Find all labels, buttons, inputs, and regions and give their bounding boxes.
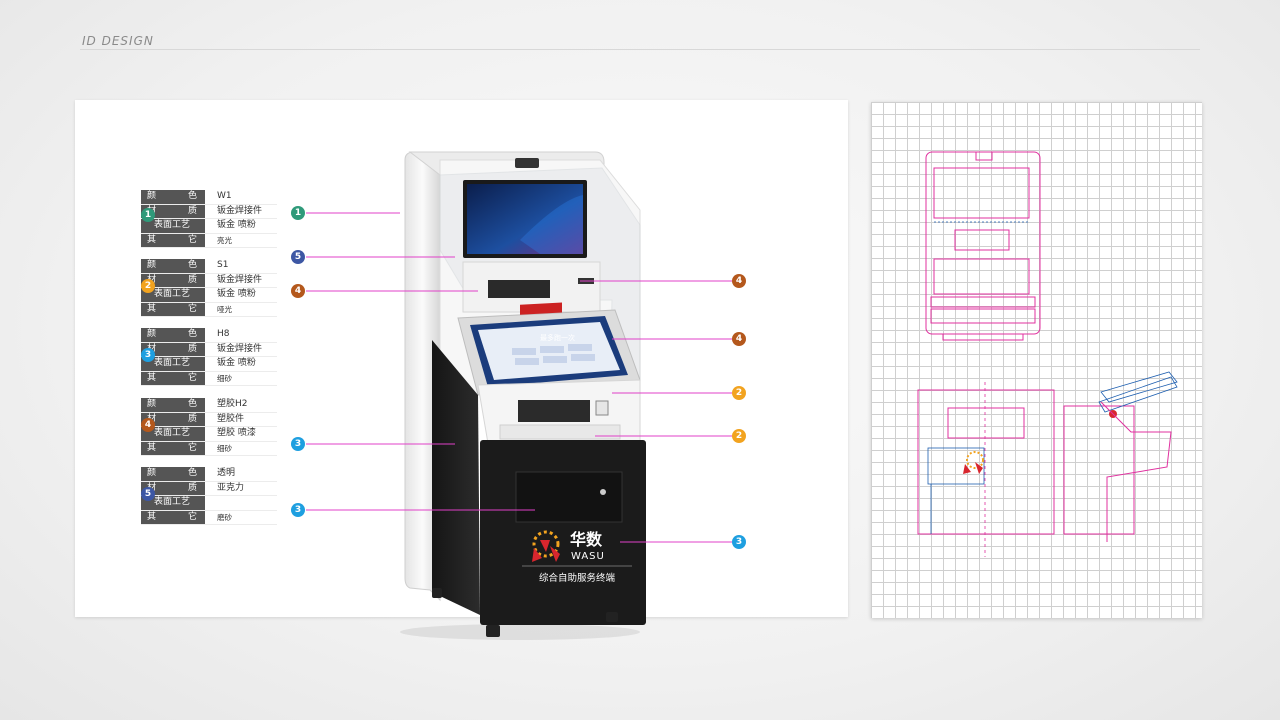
callout-badge: 2 (732, 429, 746, 443)
mini-logo (963, 451, 984, 474)
brand-en: WASU (571, 551, 605, 562)
spec-badge-4: 4 (141, 418, 155, 432)
callout-badge: 5 (291, 250, 305, 264)
callout-badge: 4 (732, 332, 746, 346)
spec-badge-3: 3 (141, 348, 155, 362)
callout-badge: 1 (291, 206, 305, 220)
callout-badge: 3 (291, 503, 305, 517)
technical-drawing-panel (871, 102, 1202, 618)
callout-badge: 4 (291, 284, 305, 298)
technical-drawings (917, 151, 1178, 557)
spec-badge-5: 5 (141, 487, 155, 501)
callout-badge: 3 (291, 437, 305, 451)
callout-badge: 2 (732, 386, 746, 400)
screen-title: 最多跑一次 (540, 333, 575, 342)
header-divider (80, 49, 1200, 50)
callout-badge: 4 (732, 274, 746, 288)
brand-cn: 华数 (570, 530, 603, 549)
spec-badge-2: 2 (141, 279, 155, 293)
callout-badge: 3 (732, 535, 746, 549)
brand-slogan: 综合自助服务终端 (539, 572, 616, 584)
header-label: ID DESIGN (82, 34, 154, 48)
spec-badge-1: 1 (141, 208, 155, 222)
